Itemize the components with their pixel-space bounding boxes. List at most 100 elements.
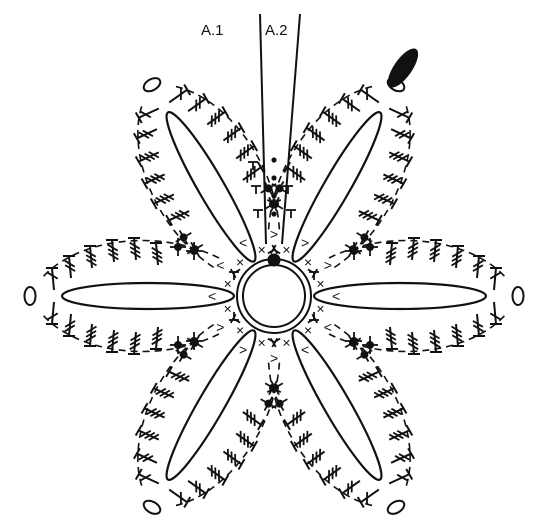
treble-crossbar — [170, 371, 182, 379]
petal — [309, 237, 525, 355]
sc-stem — [232, 268, 241, 275]
treble-crossbar — [151, 333, 163, 341]
treble-crossbar — [377, 389, 389, 397]
treble-crossbar — [451, 325, 462, 334]
sc-cross-mark: × — [258, 334, 266, 350]
cluster-dot — [264, 184, 273, 193]
sc-stem — [307, 268, 316, 275]
treble-crossbar — [388, 433, 400, 441]
treble-crossbar — [331, 112, 334, 125]
chevron-mark: > — [216, 319, 224, 335]
picot-ring — [386, 499, 406, 515]
treble-crossbar — [362, 211, 374, 219]
cluster-dot — [360, 350, 369, 359]
sc-cross-mark: × — [224, 276, 232, 292]
treble-crossbar — [107, 340, 119, 349]
treble-stem — [168, 488, 188, 504]
treble-crossbar — [328, 470, 331, 482]
treble-crossbar — [407, 342, 419, 351]
treble-top — [140, 402, 149, 414]
cluster-dot — [275, 184, 284, 193]
treble-crossbar — [373, 193, 385, 201]
treble-stem — [360, 488, 380, 504]
treble-top — [405, 424, 414, 437]
treble-crossbar — [179, 88, 182, 101]
sc-stem — [307, 317, 316, 324]
treble-crossbar — [230, 128, 233, 141]
treble-top — [250, 140, 259, 152]
treble-crossbar — [155, 196, 167, 205]
a2-marker-line — [281, 13, 301, 245]
treble-crossbar — [386, 409, 399, 418]
treble-crossbar — [163, 391, 175, 399]
treble-crossbar — [315, 128, 318, 141]
treble-crossbar — [489, 271, 501, 280]
treble-crossbar — [451, 334, 463, 343]
petal-chain-loop — [165, 329, 257, 481]
treble-crossbar — [142, 129, 154, 137]
cluster-dot — [275, 399, 284, 408]
treble-top — [407, 447, 416, 460]
treble-crossbar — [292, 165, 295, 178]
treble-crossbar — [299, 435, 302, 448]
treble-crossbar — [253, 165, 256, 178]
treble-crossbar — [299, 171, 302, 183]
treble-top — [390, 198, 399, 210]
treble-stem — [138, 107, 160, 119]
chevron-mark: > — [324, 257, 332, 273]
petals-group — [23, 77, 525, 515]
cluster-dot — [348, 338, 357, 347]
treble-crossbar — [385, 246, 397, 255]
treble-crossbar — [306, 149, 309, 162]
cluster-dot — [264, 399, 273, 408]
treble-top — [183, 496, 192, 508]
treble-crossbar — [429, 252, 440, 261]
treble-crossbar — [144, 431, 156, 440]
chevron-mark: > — [270, 226, 278, 242]
treble-crossbar — [396, 473, 408, 482]
treble-crossbar — [319, 131, 322, 144]
treble-top — [283, 161, 291, 174]
treble-top — [337, 487, 346, 500]
treble-crossbar — [396, 154, 408, 163]
treble-top — [405, 112, 414, 124]
treble-crossbar — [217, 110, 220, 122]
treble-crossbar — [385, 333, 397, 341]
treble-crossbar — [311, 453, 314, 466]
treble-crossbar — [64, 320, 76, 328]
treble-crossbar — [366, 88, 369, 101]
cluster-dot — [268, 383, 277, 392]
treble-crossbar — [299, 144, 302, 157]
treble-crossbar — [243, 433, 246, 446]
treble-crossbar — [253, 414, 256, 427]
sc-stem — [272, 248, 281, 255]
treble-crossbar — [140, 429, 152, 438]
petal — [23, 237, 239, 355]
treble-crossbar — [234, 453, 237, 466]
treble-crossbar — [362, 373, 374, 381]
treble-crossbar — [198, 483, 201, 495]
treble-crossbar — [179, 491, 182, 504]
treble-crossbar — [335, 115, 338, 128]
treble-top — [407, 132, 416, 145]
treble-crossbar — [315, 451, 318, 464]
treble-top — [134, 424, 143, 437]
treble-stem — [360, 88, 380, 104]
treble-crossbar — [407, 338, 419, 346]
treble-crossbar — [311, 126, 314, 139]
treble-crossbar — [178, 209, 190, 217]
treble-top — [375, 214, 383, 227]
treble-crossbar — [195, 480, 198, 493]
chevron-mark: < — [332, 288, 340, 304]
treble-crossbar — [388, 151, 400, 159]
treble-crossbar — [149, 409, 162, 418]
treble-crossbar — [178, 375, 190, 383]
treble-crossbar — [154, 173, 166, 181]
treble-crossbar — [145, 176, 158, 185]
treble-crossbar — [472, 259, 484, 268]
treble-crossbar — [394, 129, 406, 137]
treble-crossbar — [382, 411, 394, 419]
treble-top — [399, 402, 408, 414]
sc-cross-mark: × — [282, 334, 290, 350]
treble-top — [165, 365, 173, 378]
